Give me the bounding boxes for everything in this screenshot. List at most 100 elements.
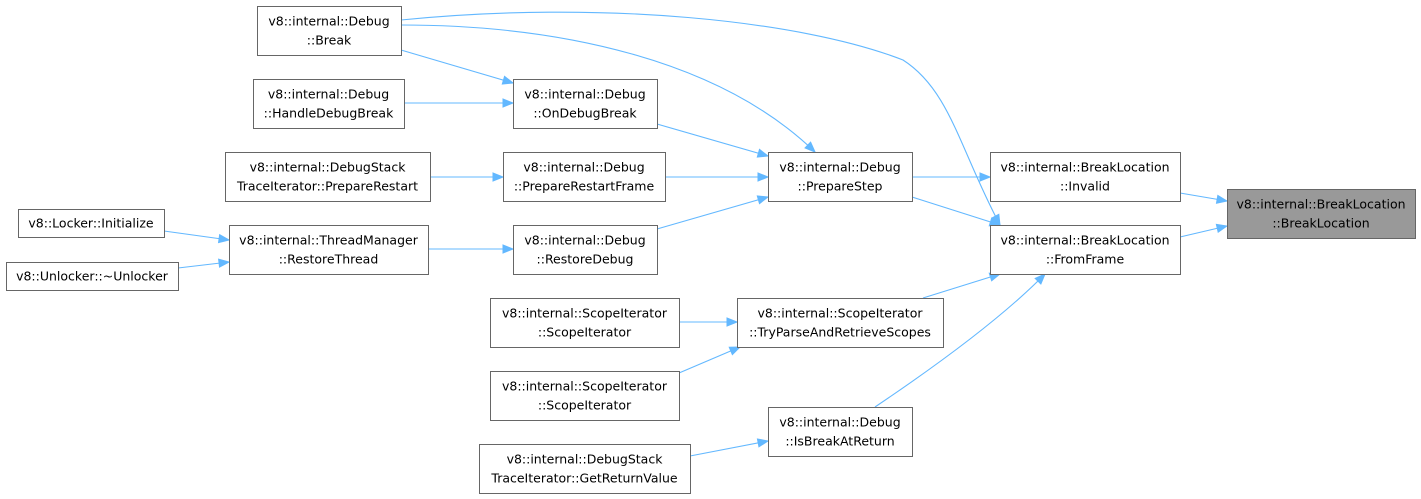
node-breaklocation-invalid[interactable]: v8::internal::BreakLocation::Invalid — [990, 152, 1181, 202]
edge-debug-break-to-debug-ondebugbreak-arrowhead — [501, 75, 515, 85]
edge-scopeiterator-tryparse-to-breaklocation-fromframe — [922, 272, 1002, 299]
node-box[interactable] — [479, 444, 691, 494]
node-label-line: ::PrepareStep — [798, 179, 883, 194]
node-box[interactable] — [490, 371, 680, 421]
node-box[interactable] — [768, 152, 913, 202]
node-label-line: ::IsBreakAtReturn — [785, 434, 894, 449]
node-layer: v8::internal::BreakLocation::BreakLocati… — [6, 6, 1416, 494]
node-label-line: v8::internal::DebugStack — [250, 160, 407, 175]
edge-scopeiterator-ctor-2-to-scopeiterator-tryparse-arrowhead — [728, 346, 742, 356]
edge-debug-ondebugbreak-to-debug-preparestep — [656, 123, 770, 158]
node-box[interactable] — [503, 152, 666, 202]
node-label-line: v8::internal::BreakLocation — [1000, 160, 1169, 175]
node-label-line: TraceIterator::PrepareRestart — [236, 179, 418, 194]
node-debug-ondebugbreak[interactable]: v8::internal::Debug::OnDebugBreak — [513, 79, 658, 129]
edge-debug-restoredebug-to-debug-preparestep-line — [656, 196, 769, 230]
edge-debug-preparerestartframe-to-debug-preparestep — [665, 172, 770, 182]
edge-unlocker-dtor-to-threadmanager-restorethread-arrowhead — [218, 258, 231, 268]
node-label-line: ::BreakLocation — [1272, 216, 1369, 231]
edge-locker-initialize-to-threadmanager-restorethread — [163, 230, 231, 244]
node-label-line: v8::internal::Debug — [268, 14, 389, 29]
edge-debug-break-to-breaklocation-fromframe-line — [400, 11, 1001, 226]
node-box[interactable] — [513, 225, 658, 275]
node-label-line: v8::internal::ScopeIterator — [502, 379, 668, 394]
node-label-line: ::OnDebugBreak — [533, 106, 637, 121]
edge-debug-preparestep-to-breaklocation-invalid-arrowhead — [979, 172, 992, 182]
node-threadmanager-restorethread[interactable]: v8::internal::ThreadManager::RestoreThre… — [229, 225, 429, 275]
edge-debug-preparestep-to-breaklocation-fromframe — [911, 196, 1002, 227]
node-unlocker-dtor[interactable]: v8::Unlocker::~Unlocker — [6, 262, 179, 291]
edge-breaklocation-fromframe-to-breaklocation-ctor — [1179, 223, 1229, 238]
edge-debug-isbreakatreturn-to-breaklocation-fromframe — [874, 273, 1046, 408]
node-label-line: ::TryParseAndRetrieveScopes — [749, 325, 931, 340]
node-debugstack-preparerestart[interactable]: v8::internal::DebugStackTraceIterator::P… — [225, 152, 431, 202]
edge-debug-break-to-debug-ondebugbreak — [400, 49, 515, 85]
node-debug-preparestep[interactable]: v8::internal::Debug::PrepareStep — [768, 152, 913, 202]
edge-threadmanager-restorethread-to-debug-restoredebug — [428, 244, 515, 254]
node-label-line: ::RestoreThread — [279, 252, 379, 267]
node-breaklocation-ctor[interactable]: v8::internal::BreakLocation::BreakLocati… — [1227, 189, 1416, 239]
node-box[interactable] — [6, 262, 179, 291]
node-label-line: TraceIterator::GetReturnValue — [490, 471, 678, 486]
edge-unlocker-dtor-to-threadmanager-restorethread — [177, 258, 231, 269]
edge-scopeiterator-ctor-1-to-scopeiterator-tryparse — [679, 317, 739, 327]
node-debug-handledebugbreak[interactable]: v8::internal::Debug::HandleDebugBreak — [253, 79, 405, 129]
node-label-line: ::ScopeIterator — [538, 325, 632, 340]
node-debug-preparerestartframe[interactable]: v8::internal::Debug::PrepareRestartFrame — [503, 152, 666, 202]
node-label-line: v8::internal::Debug — [779, 160, 900, 175]
node-box[interactable] — [490, 298, 680, 348]
node-box[interactable] — [768, 407, 913, 457]
node-box[interactable] — [1227, 189, 1416, 239]
node-label-line: v8::internal::Debug — [524, 233, 645, 248]
edge-locker-initialize-to-threadmanager-restorethread-line — [163, 230, 230, 241]
node-label-line: v8::internal::ThreadManager — [239, 233, 419, 248]
node-box[interactable] — [513, 79, 658, 129]
node-box[interactable] — [225, 152, 431, 202]
edge-debug-restoredebug-to-debug-preparestep — [656, 195, 770, 230]
node-box[interactable] — [229, 225, 429, 275]
edge-debugstack-preparerestart-to-debug-preparerestartframe-arrowhead — [492, 172, 505, 182]
node-box[interactable] — [257, 6, 402, 56]
edge-debug-break-to-debug-preparestep-line — [400, 24, 816, 153]
node-box[interactable] — [18, 209, 165, 238]
edge-debug-break-to-breaklocation-fromframe-arrowhead — [990, 213, 1001, 227]
node-scopeiterator-tryparse[interactable]: v8::internal::ScopeIterator::TryParseAnd… — [737, 298, 944, 348]
node-label-line: v8::internal::BreakLocation — [1236, 197, 1405, 212]
edge-debug-restoredebug-to-debug-preparestep-arrowhead — [756, 195, 770, 205]
node-debug-break[interactable]: v8::internal::Debug::Break — [257, 6, 402, 56]
node-debug-isbreakatreturn[interactable]: v8::internal::Debug::IsBreakAtReturn — [768, 407, 913, 457]
node-box[interactable] — [990, 225, 1181, 275]
edge-layer — [163, 11, 1229, 457]
node-label-line: ::PrepareRestartFrame — [514, 179, 655, 194]
node-box[interactable] — [253, 79, 405, 129]
edge-debug-ondebugbreak-to-debug-preparestep-arrowhead — [756, 148, 770, 158]
node-label-line: v8::Unlocker::~Unlocker — [16, 269, 169, 284]
node-label-line: v8::internal::DebugStack — [507, 452, 664, 467]
node-locker-initialize[interactable]: v8::Locker::Initialize — [18, 209, 165, 238]
node-breaklocation-fromframe[interactable]: v8::internal::BreakLocation::FromFrame — [990, 225, 1181, 275]
node-debug-restoredebug[interactable]: v8::internal::Debug::RestoreDebug — [513, 225, 658, 275]
node-label-line: v8::internal::Debug — [523, 160, 644, 175]
node-label-line: ::RestoreDebug — [537, 252, 634, 267]
edge-debug-isbreakatreturn-to-breaklocation-fromframe-arrowhead — [1034, 273, 1046, 285]
node-label-line: ::HandleDebugBreak — [264, 106, 394, 121]
node-scopeiterator-ctor-2[interactable]: v8::internal::ScopeIterator::ScopeIterat… — [490, 371, 680, 421]
node-box[interactable] — [737, 298, 944, 348]
edge-debug-handledebugbreak-to-debug-ondebugbreak — [404, 98, 515, 108]
edge-debugstack-getreturnvalue-to-debug-isbreakatreturn-line — [689, 440, 769, 457]
edge-scopeiterator-ctor-2-to-scopeiterator-tryparse-line — [678, 346, 741, 374]
node-scopeiterator-ctor-1[interactable]: v8::internal::ScopeIterator::ScopeIterat… — [490, 298, 680, 348]
node-label-line: ::Invalid — [1060, 179, 1110, 194]
node-label-line: v8::internal::Debug — [524, 87, 645, 102]
edge-debug-break-to-debug-ondebugbreak-line — [400, 49, 514, 84]
edge-debug-ondebugbreak-to-debug-preparestep-line — [656, 123, 769, 157]
node-label-line: v8::internal::BreakLocation — [1000, 233, 1169, 248]
edge-debug-preparerestartframe-to-debug-preparestep-arrowhead — [757, 172, 770, 182]
node-label-line: ::FromFrame — [1046, 252, 1125, 267]
node-debugstack-getreturnvalue[interactable]: v8::internal::DebugStackTraceIterator::G… — [479, 444, 691, 494]
edge-debug-isbreakatreturn-to-breaklocation-fromframe-line — [874, 273, 1046, 408]
edge-debugstack-preparerestart-to-debug-preparerestartframe — [430, 172, 505, 182]
edge-debug-break-to-breaklocation-fromframe — [400, 11, 1001, 227]
node-box[interactable] — [990, 152, 1181, 202]
